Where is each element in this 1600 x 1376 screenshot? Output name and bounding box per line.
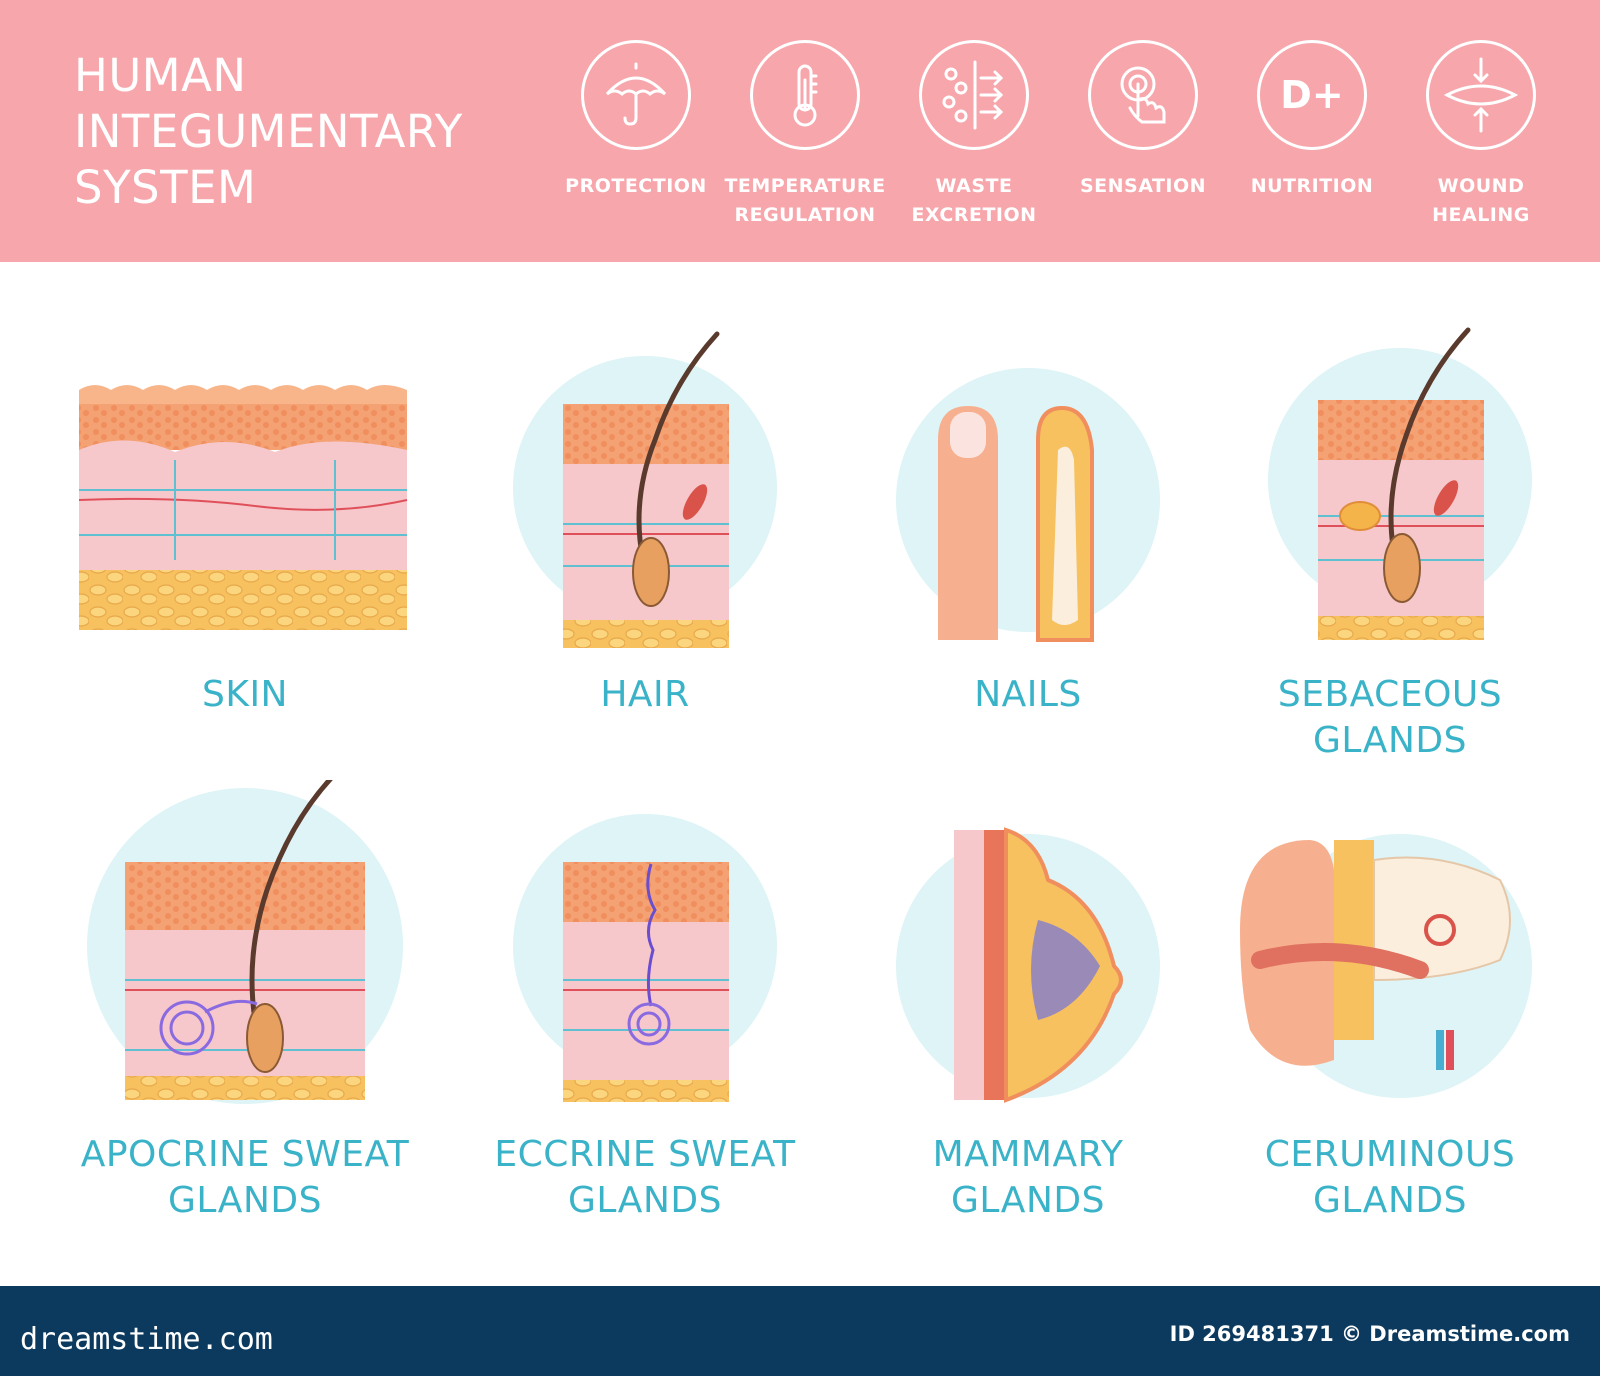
structure-eccrine: ECCRINE SWEAT GLANDS (455, 780, 835, 1221)
hair-illustration (513, 331, 777, 648)
structure-caption: SEBACEOUS GLANDS (1200, 672, 1580, 764)
function-label: TEMPERATURE (724, 175, 886, 197)
page-title: HUMAN INTEGUMENTARY SYSTEM (74, 48, 463, 216)
thermometer-icon (750, 40, 860, 150)
caption-line: GLANDS (951, 1180, 1105, 1221)
structure-sebaceous: SEBACEOUS GLANDS (1200, 320, 1580, 761)
structure-caption: NAILS (838, 672, 1218, 718)
title-line: INTEGUMENTARY (74, 105, 463, 158)
structure-caption: ECCRINE SWEAT GLANDS (455, 1132, 835, 1224)
caption-line: GLANDS (1313, 720, 1467, 761)
vitamin-d-icon: D+ (1257, 40, 1367, 150)
structure-caption: APOCRINE SWEAT GLANDS (55, 1132, 435, 1224)
function-label: WASTE (935, 175, 1013, 197)
umbrella-icon (581, 40, 691, 150)
function-wound-healing: WOUND HEALING (1391, 40, 1571, 230)
nails-illustration (896, 368, 1160, 642)
structure-apocrine: APOCRINE SWEAT GLANDS (55, 780, 435, 1221)
structure-skin: SKIN (55, 320, 435, 740)
caption-line: APOCRINE SWEAT (80, 1134, 410, 1175)
caption-line: CERUMINOUS (1264, 1134, 1516, 1175)
function-label: SENSATION (1079, 175, 1207, 197)
function-label: WOUND (1437, 175, 1525, 197)
vitamin-d-text: D+ (1280, 73, 1344, 117)
caption-line: GLANDS (168, 1180, 322, 1221)
caption-line: HAIR (600, 674, 690, 715)
function-nutrition: D+ NUTRITION (1222, 40, 1402, 201)
function-label: EXCRETION (911, 204, 1037, 226)
caption-line: GLANDS (1313, 1180, 1467, 1221)
caption-line: MAMMARY (932, 1134, 1124, 1175)
eccrine-illustration (513, 814, 777, 1102)
caption-line: GLANDS (568, 1180, 722, 1221)
footer-bar: dreamstime.com ID 269481371 © Dreamstime… (0, 1286, 1600, 1376)
header-banner: HUMAN INTEGUMENTARY SYSTEM PROTECTION TE… (0, 0, 1600, 262)
structure-mammary: MAMMARY GLANDS (838, 780, 1218, 1221)
function-label: HEALING (1432, 204, 1530, 226)
title-line: HUMAN (74, 49, 247, 102)
structure-nails: NAILS (838, 320, 1218, 740)
mammary-illustration (896, 827, 1160, 1103)
function-label: REGULATION (734, 204, 876, 226)
caption-line: ECCRINE SWEAT (494, 1134, 796, 1175)
structure-caption: SKIN (55, 672, 435, 718)
caption-line: SEBACEOUS (1277, 674, 1503, 715)
function-temperature-regulation: TEMPERATURE REGULATION (715, 40, 895, 230)
title-line: SYSTEM (74, 161, 257, 214)
skin-illustration (78, 385, 408, 630)
wound-healing-icon (1426, 40, 1536, 150)
structure-caption: CERUMINOUS GLANDS (1200, 1132, 1580, 1224)
sebaceous-illustration (1268, 327, 1532, 640)
caption-line: NAILS (974, 674, 1082, 715)
structure-hair: HAIR (455, 320, 835, 740)
caption-line: SKIN (201, 674, 288, 715)
structure-ceruminous: CERUMINOUS GLANDS (1200, 780, 1580, 1221)
structure-caption: MAMMARY GLANDS (838, 1132, 1218, 1224)
function-protection: PROTECTION (546, 40, 726, 201)
function-label: PROTECTION (565, 175, 707, 197)
image-id-label: ID 269481371 © Dreamstime.com (1169, 1322, 1570, 1346)
ceruminous-illustration (1240, 834, 1532, 1098)
excretion-icon (919, 40, 1029, 150)
function-waste-excretion: WASTE EXCRETION (884, 40, 1064, 230)
apocrine-illustration (87, 780, 403, 1104)
function-sensation: SENSATION (1053, 40, 1233, 201)
function-label: NUTRITION (1250, 175, 1374, 197)
brand-watermark: dreamstime.com (20, 1322, 273, 1357)
touch-icon (1088, 40, 1198, 150)
structure-caption: HAIR (455, 672, 835, 718)
